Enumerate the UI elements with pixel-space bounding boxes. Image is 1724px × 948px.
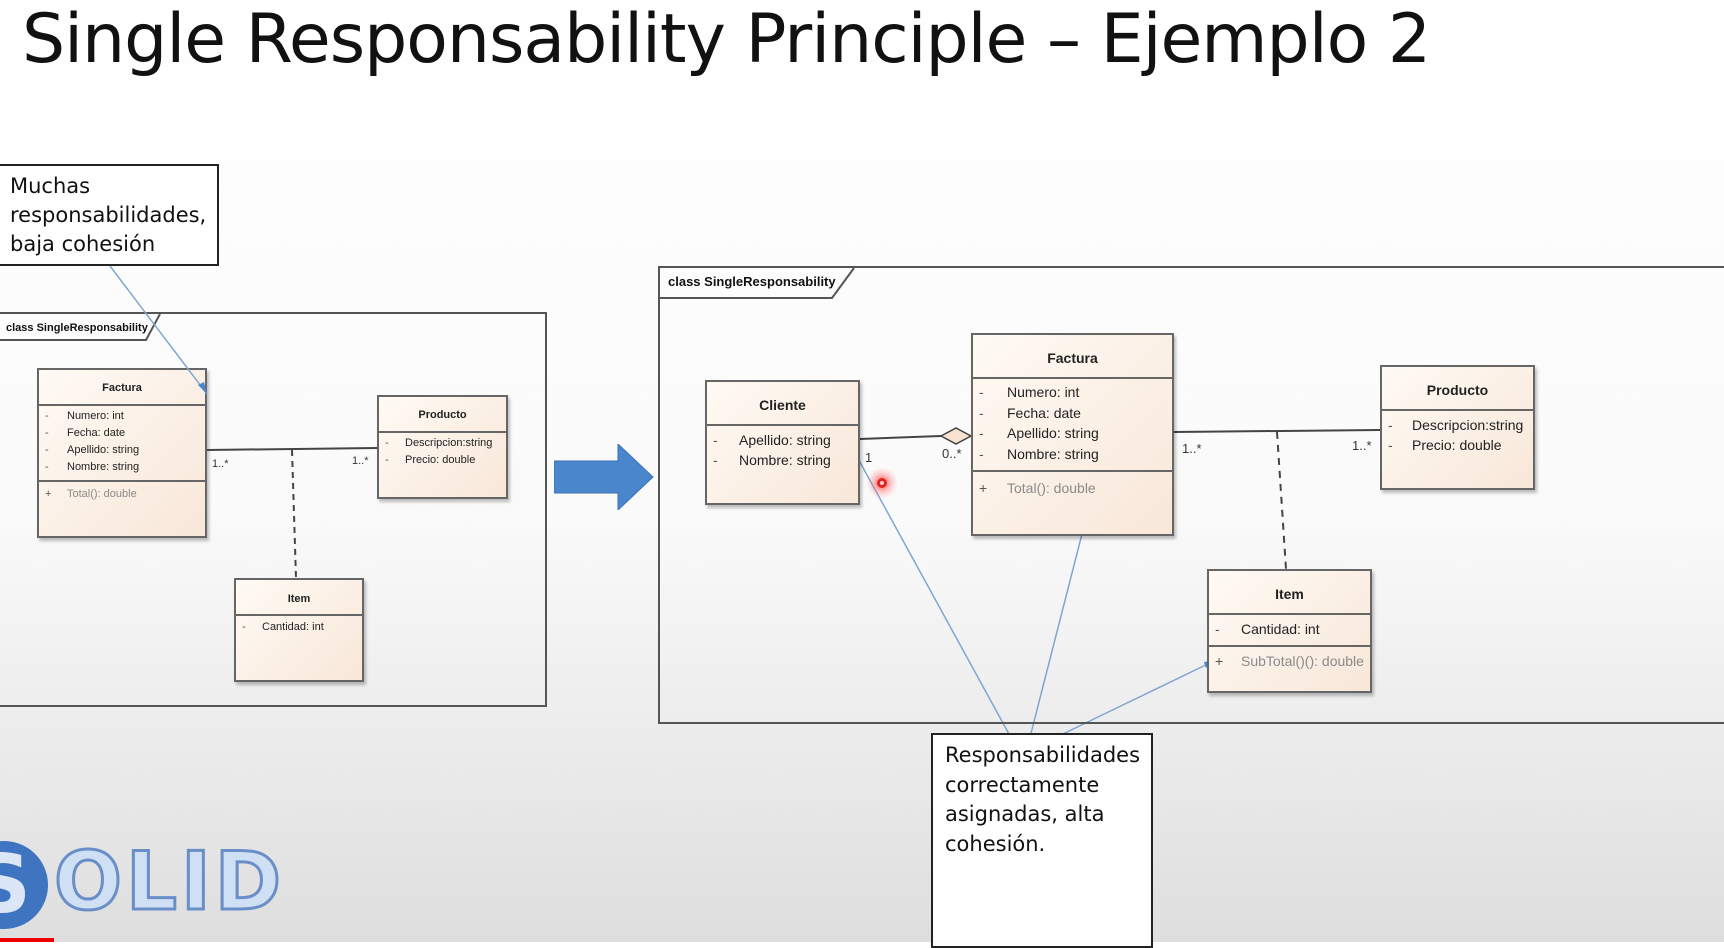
attributes: -Apellido: string -Nombre: string — [707, 426, 858, 472]
left-producto-class: Producto -Descripcion:string -Precio: do… — [377, 395, 508, 499]
class-name: Factura — [39, 370, 205, 406]
class-name: Producto — [1382, 367, 1533, 411]
attributes: -Numero: int -Fecha: date -Apellido: str… — [973, 379, 1172, 472]
note-line: cohesión. — [945, 831, 1046, 856]
right-factura-class: Factura -Numero: int -Fecha: date -Apell… — [971, 333, 1174, 536]
attribute-row: -Fecha: date — [979, 404, 1081, 421]
left-item-class: Item -Cantidad: int — [234, 578, 364, 682]
big-right-arrow-icon — [554, 444, 654, 510]
note-line: Muchas — [10, 174, 91, 198]
operation-row: +Total(): double — [45, 488, 137, 500]
class-name: Item — [236, 580, 362, 616]
operations: +Total(): double — [973, 472, 1172, 500]
operations: +SubTotal()(): double — [1209, 647, 1370, 673]
attribute-row: -Numero: int — [979, 384, 1080, 400]
attribute-row: -Precio: double — [1388, 437, 1502, 453]
attribute-row: -Nombre: string — [713, 452, 831, 468]
note-line: Responsabilidades — [945, 743, 1141, 767]
class-name: Producto — [379, 397, 506, 433]
right-item-class: Item -Cantidad: int +SubTotal()(): doubl… — [1207, 569, 1372, 693]
multiplicity-label: 1..* — [212, 458, 229, 470]
note-high-cohesion: Responsabilidades correctamente asignada… — [931, 733, 1153, 948]
attribute-row: -Apellido: string — [45, 444, 140, 456]
note-line: asignadas, alta — [945, 802, 1105, 826]
attributes: -Descripcion:string -Precio: double — [379, 433, 506, 471]
attribute-row: -Cantidad: int — [242, 621, 324, 633]
class-name: Factura — [973, 335, 1172, 379]
operation-row: +SubTotal()(): double — [1215, 653, 1364, 669]
attributes: -Cantidad: int — [1209, 615, 1370, 647]
attribute-row: -Descripcion:string — [1388, 417, 1524, 433]
attribute-row: -Descripcion:string — [385, 437, 493, 449]
note-low-cohesion: Muchas responsabilidades, baja cohesión — [0, 164, 219, 266]
note-line: correctamente — [945, 772, 1100, 797]
attribute-row: -Nombre: string — [979, 445, 1099, 462]
attributes: -Descripcion:string -Precio: double — [1382, 411, 1533, 457]
multiplicity-label: 1 — [865, 450, 873, 465]
right-cliente-class: Cliente -Apellido: string -Nombre: strin… — [705, 380, 860, 505]
multiplicity-label: 0..* — [942, 446, 962, 461]
right-producto-class: Producto -Descripcion:string -Precio: do… — [1380, 365, 1535, 490]
multiplicity-label: 1..* — [1182, 441, 1202, 456]
frame-label: class SingleResponsability — [0, 313, 164, 344]
class-name: Cliente — [707, 382, 858, 426]
attribute-row: -Precio: double — [385, 454, 476, 466]
left-factura-class: Factura -Numero: int -Fecha: date -Apell… — [37, 368, 207, 538]
video-progress-bar[interactable] — [0, 938, 54, 942]
attribute-row: -Fecha: date — [45, 427, 126, 439]
attribute-row: -Numero: int — [45, 410, 124, 422]
attributes: -Numero: int -Fecha: date -Apellido: str… — [39, 406, 205, 482]
multiplicity-label: 1..* — [1352, 438, 1372, 453]
attribute-row: -Cantidad: int — [1215, 621, 1320, 637]
right-diagram-frame: class SingleResponsability — [658, 266, 1724, 724]
note-line: responsabilidades, — [10, 203, 207, 227]
logo-text: OLID — [52, 835, 286, 928]
attribute-row: -Nombre: string — [45, 461, 140, 473]
attribute-row: -Apellido: string — [979, 425, 1099, 441]
slide-title: Single Responsability Principle – Ejempl… — [22, 0, 1431, 79]
attributes: -Cantidad: int — [236, 616, 362, 638]
operations: +Total(): double — [39, 482, 205, 505]
class-name: Item — [1209, 571, 1370, 615]
operation-row: +Total(): double — [979, 480, 1096, 496]
frame-tab-shape — [660, 267, 855, 299]
logo-s-badge: S — [0, 841, 48, 929]
laser-pointer-icon — [866, 467, 898, 499]
multiplicity-label: 1..* — [352, 455, 369, 467]
attribute-row: -Apellido: string — [713, 432, 831, 448]
note-line: baja cohesión — [10, 232, 156, 256]
frame-label: class SingleResponsability — [660, 267, 863, 299]
